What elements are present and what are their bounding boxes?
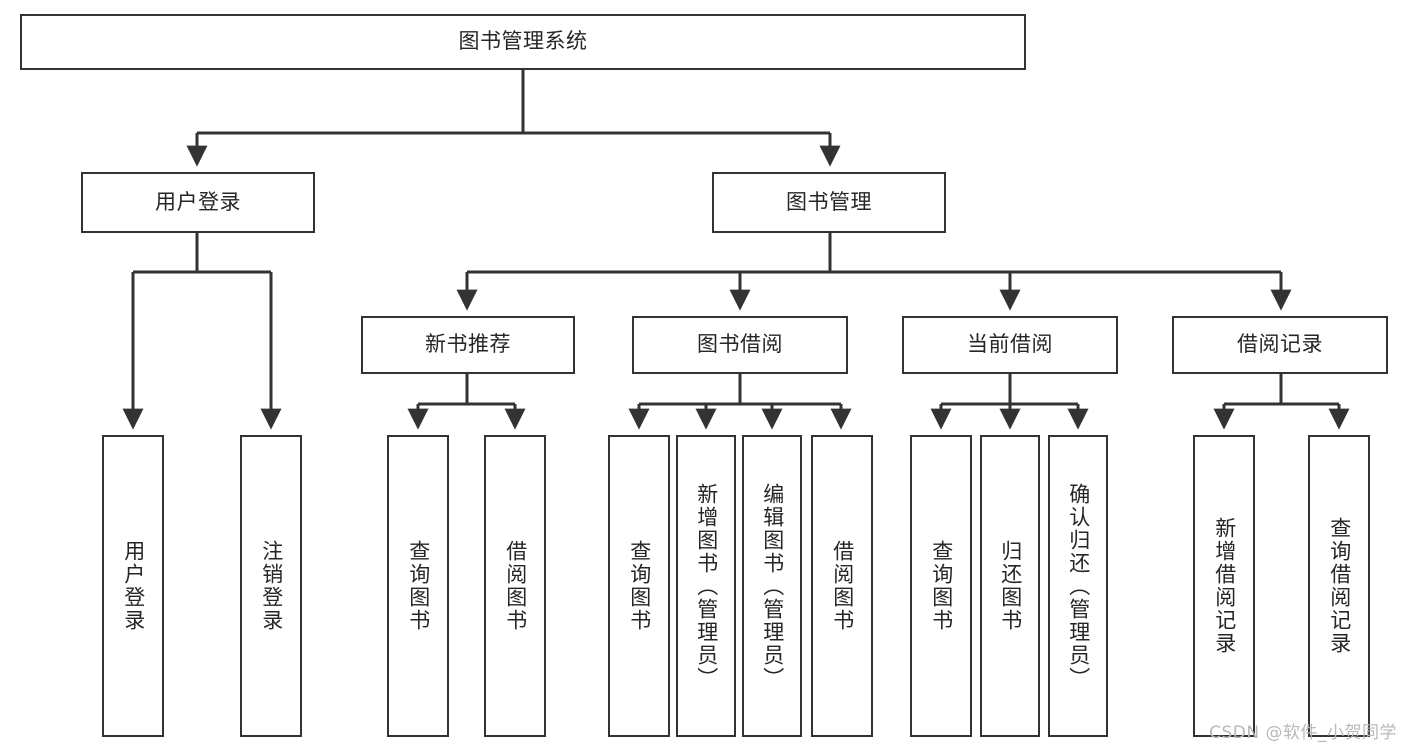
- node-leaf-current-borrow-1[interactable]: 查询图书: [910, 435, 972, 737]
- node-leaf-user-login-1-label: 用户登录: [121, 540, 146, 632]
- watermark-text: CSDN @软件_小贺同学: [1209, 723, 1397, 743]
- node-book-borrow[interactable]: 图书借阅: [632, 316, 848, 374]
- node-root-system[interactable]: 图书管理系统: [20, 14, 1026, 70]
- node-user-login[interactable]: 用户登录: [81, 172, 315, 233]
- node-leaf-borrow-record-1[interactable]: 新增借阅记录: [1193, 435, 1255, 737]
- node-leaf-book-borrow-2-label: 新增图书（管理员）: [694, 482, 719, 690]
- node-book-management-label: 图书管理: [786, 189, 872, 214]
- node-current-borrow-label: 当前借阅: [967, 332, 1053, 357]
- node-leaf-new-book-2[interactable]: 借阅图书: [484, 435, 546, 737]
- node-book-borrow-label: 图书借阅: [697, 332, 783, 357]
- node-leaf-book-borrow-1-label: 查询图书: [627, 540, 652, 632]
- node-leaf-borrow-record-2-label: 查询借阅记录: [1327, 517, 1352, 655]
- node-leaf-book-borrow-3[interactable]: 编辑图书（管理员）: [742, 435, 802, 737]
- node-leaf-book-borrow-4[interactable]: 借阅图书: [811, 435, 873, 737]
- node-leaf-user-login-2[interactable]: 注销登录: [240, 435, 302, 737]
- node-leaf-book-borrow-3-label: 编辑图书（管理员）: [760, 482, 785, 690]
- node-borrow-record[interactable]: 借阅记录: [1172, 316, 1388, 374]
- node-leaf-book-borrow-1[interactable]: 查询图书: [608, 435, 670, 737]
- node-user-login-label: 用户登录: [155, 189, 241, 214]
- node-leaf-new-book-1-label: 查询图书: [406, 540, 431, 632]
- node-leaf-borrow-record-2[interactable]: 查询借阅记录: [1308, 435, 1370, 737]
- node-root-system-label: 图书管理系统: [458, 29, 588, 54]
- node-leaf-current-borrow-3-label: 确认归还（管理员）: [1066, 482, 1091, 690]
- node-leaf-current-borrow-2[interactable]: 归还图书: [980, 435, 1040, 737]
- node-new-book-recommend[interactable]: 新书推荐: [361, 316, 575, 374]
- node-leaf-book-borrow-2[interactable]: 新增图书（管理员）: [676, 435, 736, 737]
- node-leaf-current-borrow-1-label: 查询图书: [929, 540, 954, 632]
- node-leaf-current-borrow-3[interactable]: 确认归还（管理员）: [1048, 435, 1108, 737]
- node-leaf-borrow-record-1-label: 新增借阅记录: [1212, 517, 1237, 655]
- node-leaf-user-login-2-label: 注销登录: [259, 540, 284, 632]
- node-leaf-book-borrow-4-label: 借阅图书: [830, 540, 855, 632]
- node-current-borrow[interactable]: 当前借阅: [902, 316, 1118, 374]
- node-leaf-user-login-1[interactable]: 用户登录: [102, 435, 164, 737]
- node-leaf-new-book-2-label: 借阅图书: [503, 540, 528, 632]
- node-book-management[interactable]: 图书管理: [712, 172, 946, 233]
- node-borrow-record-label: 借阅记录: [1237, 332, 1323, 357]
- node-new-book-recommend-label: 新书推荐: [425, 332, 511, 357]
- node-leaf-new-book-1[interactable]: 查询图书: [387, 435, 449, 737]
- node-leaf-current-borrow-2-label: 归还图书: [998, 540, 1023, 632]
